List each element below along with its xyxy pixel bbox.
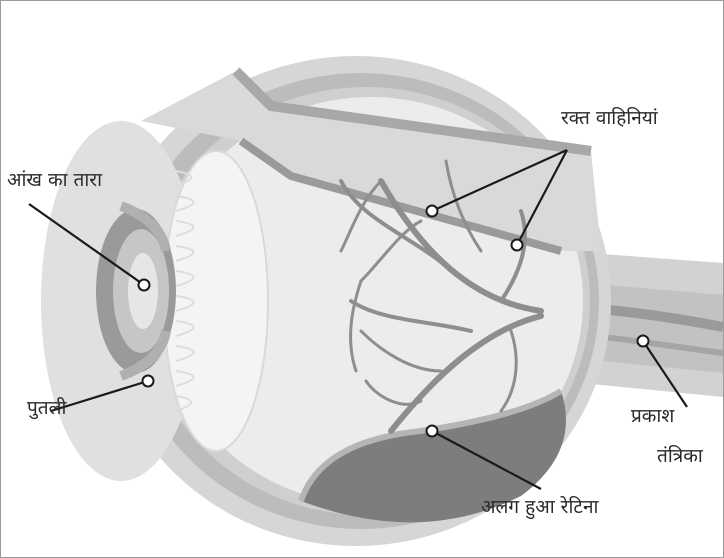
iris-label: आंख का तारा bbox=[7, 171, 102, 190]
vessel-pointer-dot-2 bbox=[512, 240, 523, 251]
blood-vessels-label: रक्त वाहिनियां bbox=[561, 109, 658, 128]
detached-retina-label: अलग हुआ रेटिना bbox=[481, 498, 598, 517]
pupil-label: पुतली bbox=[27, 399, 66, 418]
pupil-pointer-dot bbox=[143, 376, 154, 387]
optic-nerve-label-line1: प्रकाश bbox=[631, 407, 674, 426]
optic-nerve-label-line2: तंत्रिका bbox=[657, 447, 703, 466]
iris-pointer-dot bbox=[139, 280, 150, 291]
optic-nerve-pointer-dot bbox=[638, 336, 649, 347]
vessel-pointer-dot-1 bbox=[427, 206, 438, 217]
retina-pointer-dot bbox=[427, 426, 438, 437]
